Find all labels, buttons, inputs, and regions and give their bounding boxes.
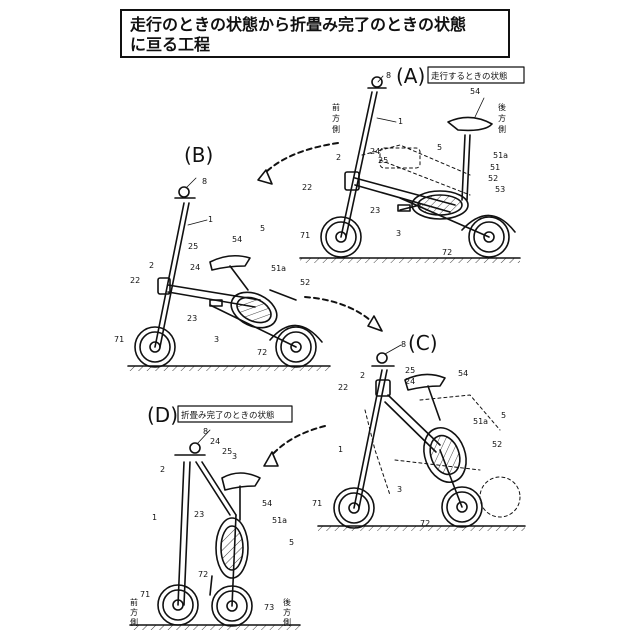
- dir-front-d-3: 側: [130, 617, 138, 627]
- ref-d-23: 23: [194, 510, 204, 519]
- ref-b-2: 2: [149, 261, 154, 270]
- panel-a-caption: 走行するときの状態: [431, 71, 508, 82]
- ref-c-3: 3: [397, 485, 402, 494]
- ref-d-24: 24: [210, 437, 220, 446]
- ref-c-24: 24: [405, 377, 415, 386]
- ref-a-71: 71: [300, 231, 310, 240]
- ref-a-52: 52: [488, 174, 498, 183]
- ref-c-5: 5: [501, 411, 506, 420]
- ref-a-54: 54: [470, 87, 480, 96]
- ref-d-2: 2: [160, 465, 165, 474]
- panel-c-letter: (C): [408, 331, 438, 355]
- ref-a-3: 3: [396, 229, 401, 238]
- ref-a-24: 24: [370, 147, 380, 156]
- ref-d-5: 5: [289, 538, 294, 547]
- ref-c-8: 8: [401, 340, 406, 349]
- dir-rear-d-1: 後: [283, 597, 291, 607]
- ref-d-25: 25: [222, 447, 232, 456]
- ref-c-2: 2: [360, 371, 365, 380]
- ref-b-24: 24: [190, 263, 200, 272]
- ref-a-51: 51: [490, 163, 500, 172]
- panel-b-letter: (B): [184, 143, 213, 167]
- ref-c-71: 71: [312, 499, 322, 508]
- ref-b-25: 25: [188, 242, 198, 251]
- ref-d-8: 8: [203, 427, 208, 436]
- dir-rear-d-3: 側: [283, 617, 291, 627]
- panel-d-letter: (D): [147, 403, 178, 427]
- ref-c-1: 1: [338, 445, 343, 454]
- ref-a-8: 8: [386, 71, 391, 80]
- ref-c-54: 54: [458, 369, 468, 378]
- ref-b-52: 52: [300, 278, 310, 287]
- ref-c-72: 72: [420, 519, 430, 528]
- ref-b-8: 8: [202, 177, 207, 186]
- panel-d-caption: 折畳み完了のときの状態: [181, 410, 275, 421]
- dir-front-a-3: 側: [332, 124, 340, 134]
- dir-front-d-1: 前: [130, 597, 138, 607]
- ref-d-1: 1: [152, 513, 157, 522]
- ref-b-72: 72: [257, 348, 267, 357]
- ref-d-73: 73: [264, 603, 274, 612]
- dir-rear-a-1: 後: [498, 102, 506, 112]
- dir-front-a-1: 前: [332, 102, 340, 112]
- ref-d-3: 3: [232, 452, 237, 461]
- ref-b-5: 5: [260, 224, 265, 233]
- ref-a-22: 22: [302, 183, 312, 192]
- ref-b-1: 1: [208, 215, 213, 224]
- dir-rear-a-3: 側: [498, 124, 506, 134]
- ref-a-51a: 51a: [493, 151, 508, 160]
- ref-d-54: 54: [262, 499, 272, 508]
- dir-rear-d-2: 方: [283, 607, 291, 617]
- ref-a-53: 53: [495, 185, 505, 194]
- ref-c-52: 52: [492, 440, 502, 449]
- ref-a-72: 72: [442, 248, 452, 257]
- ref-c-22: 22: [338, 383, 348, 392]
- ref-d-72: 72: [198, 570, 208, 579]
- panel-a-letter: (A): [396, 64, 425, 88]
- dir-rear-a-2: 方: [498, 113, 506, 123]
- ref-b-3: 3: [214, 335, 219, 344]
- dir-front-d-2: 方: [130, 607, 138, 617]
- ref-b-71: 71: [114, 335, 124, 344]
- ref-a-1: 1: [398, 117, 403, 126]
- ref-d-51a: 51a: [272, 516, 287, 525]
- ref-c-51a: 51a: [473, 417, 488, 426]
- ref-b-22: 22: [130, 276, 140, 285]
- ref-d-71: 71: [140, 590, 150, 599]
- ref-a-23: 23: [370, 206, 380, 215]
- ref-b-51a: 51a: [271, 264, 286, 273]
- ref-c-25: 25: [405, 366, 415, 375]
- ref-b-54: 54: [232, 235, 242, 244]
- ref-a-2: 2: [336, 153, 341, 162]
- ref-a-25: 25: [378, 156, 388, 165]
- ref-a-5: 5: [437, 143, 442, 152]
- dir-front-a-2: 方: [332, 113, 340, 123]
- ref-b-23: 23: [187, 314, 197, 323]
